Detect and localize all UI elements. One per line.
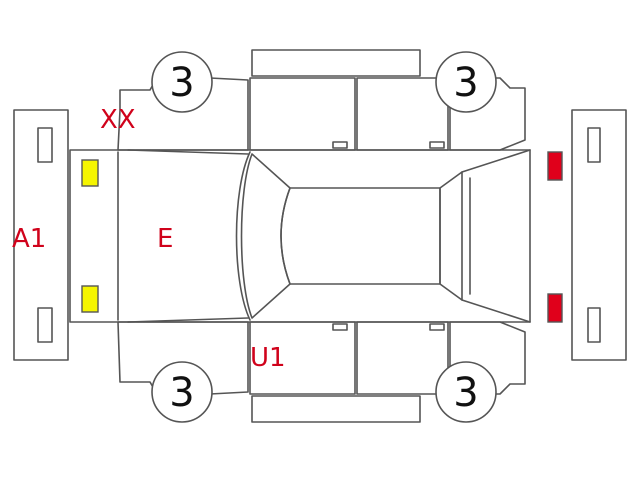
tail-lamps [547, 151, 563, 323]
tire-front-left-value: 3 [169, 60, 194, 106]
car-top-view [69, 149, 531, 323]
code-xx: XX [100, 105, 136, 135]
tire-rear-left: 3 [435, 51, 497, 113]
code-a1: A1 [12, 224, 46, 254]
tire-front-right-value: 3 [169, 370, 194, 416]
headlamps [81, 159, 99, 313]
tire-front-left: 3 [151, 51, 213, 113]
rear-bumper [571, 109, 627, 361]
front-lamp-right [81, 285, 99, 313]
rear-lamp-left [547, 151, 563, 181]
front-bumper [13, 109, 69, 361]
tire-rear-right-value: 3 [453, 370, 478, 416]
code-u1: U1 [250, 343, 286, 373]
front-lamp-left [81, 159, 99, 187]
tire-rear-right: 3 [435, 361, 497, 423]
tire-rear-left-value: 3 [453, 60, 478, 106]
tire-front-right: 3 [151, 361, 213, 423]
code-e: E [157, 224, 173, 254]
rear-lamp-right [547, 293, 563, 323]
